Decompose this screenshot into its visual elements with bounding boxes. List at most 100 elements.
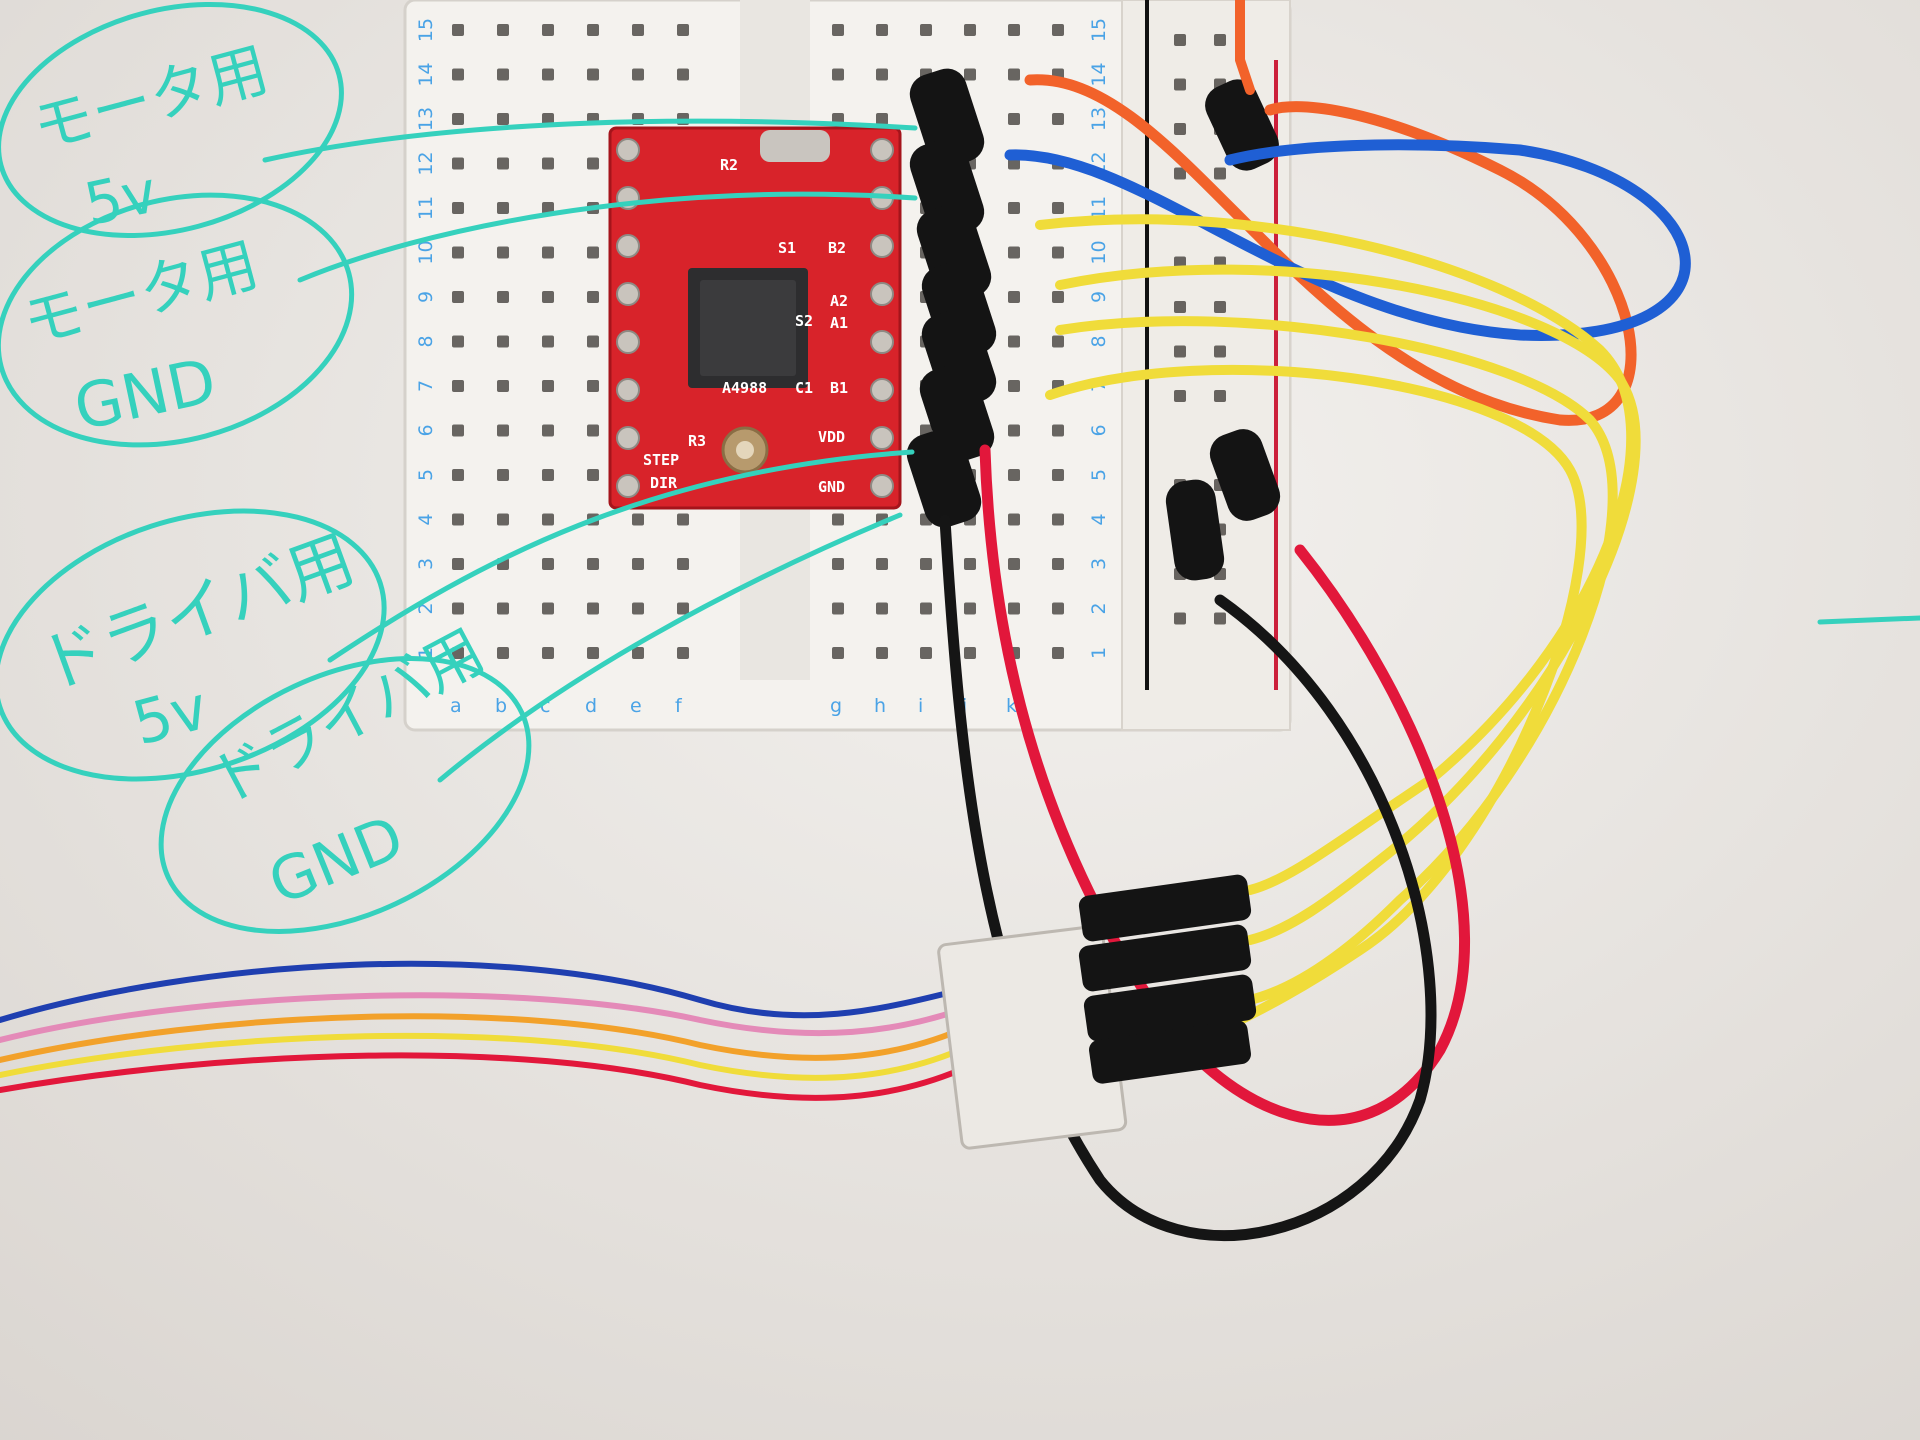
breadboard-hole bbox=[497, 469, 509, 481]
breadboard-hole bbox=[832, 513, 844, 526]
breadboard-hole bbox=[452, 602, 464, 615]
breadboard-hole bbox=[832, 24, 844, 36]
breadboard-hole bbox=[497, 157, 509, 170]
column-letter-label: i bbox=[918, 695, 923, 717]
breadboard-hole bbox=[452, 157, 464, 170]
row-number-label: 11 bbox=[415, 196, 437, 220]
breadboard-hole bbox=[1052, 469, 1064, 481]
annotation-dash bbox=[1817, 615, 1920, 625]
breadboard-hole bbox=[452, 469, 464, 481]
breadboard-hole bbox=[587, 291, 599, 303]
column-letter-label: h bbox=[874, 695, 886, 717]
row-number-label: 6 bbox=[1088, 424, 1110, 436]
breadboard-hole bbox=[964, 24, 976, 36]
breadboard-hole bbox=[1052, 291, 1064, 303]
breadboard-hole bbox=[542, 246, 554, 259]
breadboard-hole bbox=[587, 424, 599, 437]
breadboard-hole bbox=[497, 380, 509, 392]
row-number-label: 14 bbox=[415, 62, 437, 86]
breadboard-hole bbox=[1052, 647, 1064, 659]
breadboard-hole bbox=[832, 68, 844, 81]
breadboard-hole bbox=[677, 647, 689, 659]
breadboard-hole bbox=[587, 68, 599, 81]
breadboard-hole bbox=[1052, 202, 1064, 214]
breadboard-hole bbox=[632, 647, 644, 659]
breadboard-hole bbox=[1174, 301, 1186, 313]
breadboard-hole bbox=[964, 68, 976, 81]
breadboard-hole bbox=[497, 202, 509, 214]
breadboard-hole bbox=[542, 113, 554, 125]
breadboard-hole bbox=[1052, 24, 1064, 36]
row-number-label: 15 bbox=[1088, 18, 1110, 42]
breadboard-hole bbox=[452, 291, 464, 303]
breadboard-hole bbox=[832, 647, 844, 659]
pcb-pin bbox=[616, 378, 640, 402]
breadboard-hole bbox=[452, 335, 464, 348]
breadboard-hole bbox=[1214, 345, 1226, 358]
breadboard-hole bbox=[1008, 24, 1020, 36]
pcb-pin bbox=[870, 138, 894, 162]
breadboard-hole bbox=[497, 424, 509, 437]
breadboard-hole bbox=[497, 68, 509, 81]
row-number-label: 4 bbox=[415, 513, 437, 525]
breadboard-hole bbox=[677, 513, 689, 526]
breadboard-hole bbox=[542, 558, 554, 570]
breadboard-hole bbox=[1174, 167, 1186, 180]
row-number-label: 15 bbox=[415, 18, 437, 42]
pcb-pin bbox=[616, 474, 640, 498]
pcb-gnd-label: GND bbox=[818, 478, 845, 496]
pcb-pin bbox=[616, 282, 640, 306]
breadboard-hole bbox=[964, 647, 976, 659]
row-number-label: 1 bbox=[1088, 647, 1110, 659]
row-number-label: 6 bbox=[415, 424, 437, 436]
header-connectors bbox=[906, 68, 1281, 581]
a4988-driver-board: A4988 STEP DIR B2 A2 A1 B1 VDD GND R2 R3… bbox=[608, 126, 902, 510]
pcb-pin bbox=[870, 474, 894, 498]
column-letter-label: a bbox=[450, 695, 462, 717]
breadboard-hole bbox=[920, 24, 932, 36]
breadboard-hole bbox=[1008, 335, 1020, 348]
breadboard-hole bbox=[587, 380, 599, 392]
annotation-bubble-driver-5v bbox=[0, 508, 387, 782]
breadboard-hole bbox=[497, 602, 509, 615]
breadboard-hole bbox=[832, 558, 844, 570]
pcb-pin bbox=[870, 378, 894, 402]
breadboard-hole bbox=[452, 202, 464, 214]
pcb-s1-label: S1 bbox=[778, 239, 796, 257]
row-number-label: 13 bbox=[1088, 107, 1110, 131]
annotation-bubble-motor-gnd bbox=[0, 192, 355, 448]
annotation-overlay bbox=[0, 1, 1920, 934]
jumper-wires bbox=[0, 0, 1691, 1241]
breadboard-hole bbox=[677, 558, 689, 570]
row-number-label: 14 bbox=[1088, 62, 1110, 86]
pcb-a2-label: A2 bbox=[830, 292, 848, 310]
annotation-line-driver-gnd bbox=[437, 512, 903, 783]
breadboard-hole bbox=[497, 246, 509, 259]
breadboard-hole bbox=[1214, 301, 1226, 313]
breadboard-hole bbox=[1008, 424, 1020, 437]
pcb-pin bbox=[870, 234, 894, 258]
breadboard-hole bbox=[964, 602, 976, 615]
breadboard-hole bbox=[542, 424, 554, 437]
breadboard-hole bbox=[632, 24, 644, 36]
breadboard-hole bbox=[542, 291, 554, 303]
breadboard-hole bbox=[1008, 68, 1020, 81]
breadboard-hole bbox=[452, 246, 464, 259]
breadboard-hole bbox=[1008, 202, 1020, 214]
row-number-label: 4 bbox=[1088, 513, 1110, 525]
breadboard-hole bbox=[876, 602, 888, 615]
row-number-label: 8 bbox=[1088, 335, 1110, 347]
row-number-label: 3 bbox=[1088, 558, 1110, 570]
column-letter-label: g bbox=[830, 695, 842, 717]
breadboard-hole bbox=[1174, 78, 1186, 91]
breadboard-hole bbox=[876, 68, 888, 81]
breadboard-hole bbox=[497, 513, 509, 526]
row-number-label: 5 bbox=[1088, 469, 1110, 481]
breadboard-hole bbox=[920, 558, 932, 570]
breadboard-hole bbox=[1008, 469, 1020, 481]
pcb-pin bbox=[616, 234, 640, 258]
chip-label: A4988 bbox=[722, 379, 767, 397]
breadboard-hole bbox=[587, 24, 599, 36]
breadboard-hole bbox=[832, 602, 844, 615]
breadboard-hole bbox=[587, 335, 599, 348]
